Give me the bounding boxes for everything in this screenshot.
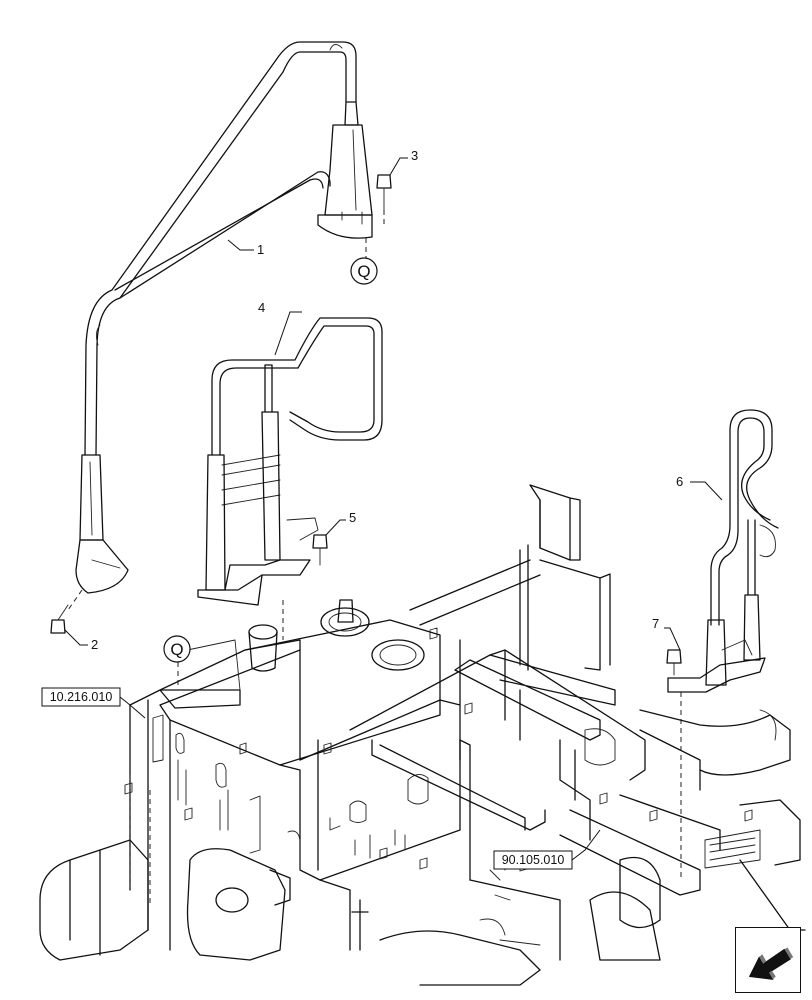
svg-text:4: 4 (258, 300, 265, 315)
bolt-part-7: 7 (652, 616, 682, 676)
machine-chassis (39, 484, 806, 986)
detail-q-marker-top: Q (350, 238, 378, 285)
svg-text:6: 6 (676, 474, 683, 489)
part-4-handrail: 4 (197, 300, 383, 640)
svg-text:90.105.010: 90.105.010 (502, 853, 565, 867)
navigation-button[interactable] (735, 927, 801, 993)
reference-90-105-010: 90.105.010 (493, 829, 601, 870)
part-6-handrail: 6 (667, 409, 779, 880)
detail-q-marker-machine: Q (163, 635, 191, 685)
svg-text:Q: Q (357, 262, 370, 281)
svg-text:1: 1 (257, 242, 264, 257)
bolt-part-5: 5 (312, 510, 356, 566)
svg-text:10.216.010: 10.216.010 (50, 690, 113, 704)
svg-text:5: 5 (349, 510, 356, 525)
reference-10-216-010: 10.216.010 (41, 687, 146, 719)
callout-1: 1 (227, 239, 264, 257)
svg-text:7: 7 (652, 616, 659, 631)
part-1-handrail (75, 41, 373, 594)
svg-text:3: 3 (411, 148, 418, 163)
bolt-part-2: 2 (50, 589, 98, 652)
arrow-bottom-left-icon (749, 947, 794, 980)
svg-text:2: 2 (91, 637, 98, 652)
bolt-part-3: 3 (376, 148, 418, 225)
svg-text:Q: Q (170, 640, 183, 659)
